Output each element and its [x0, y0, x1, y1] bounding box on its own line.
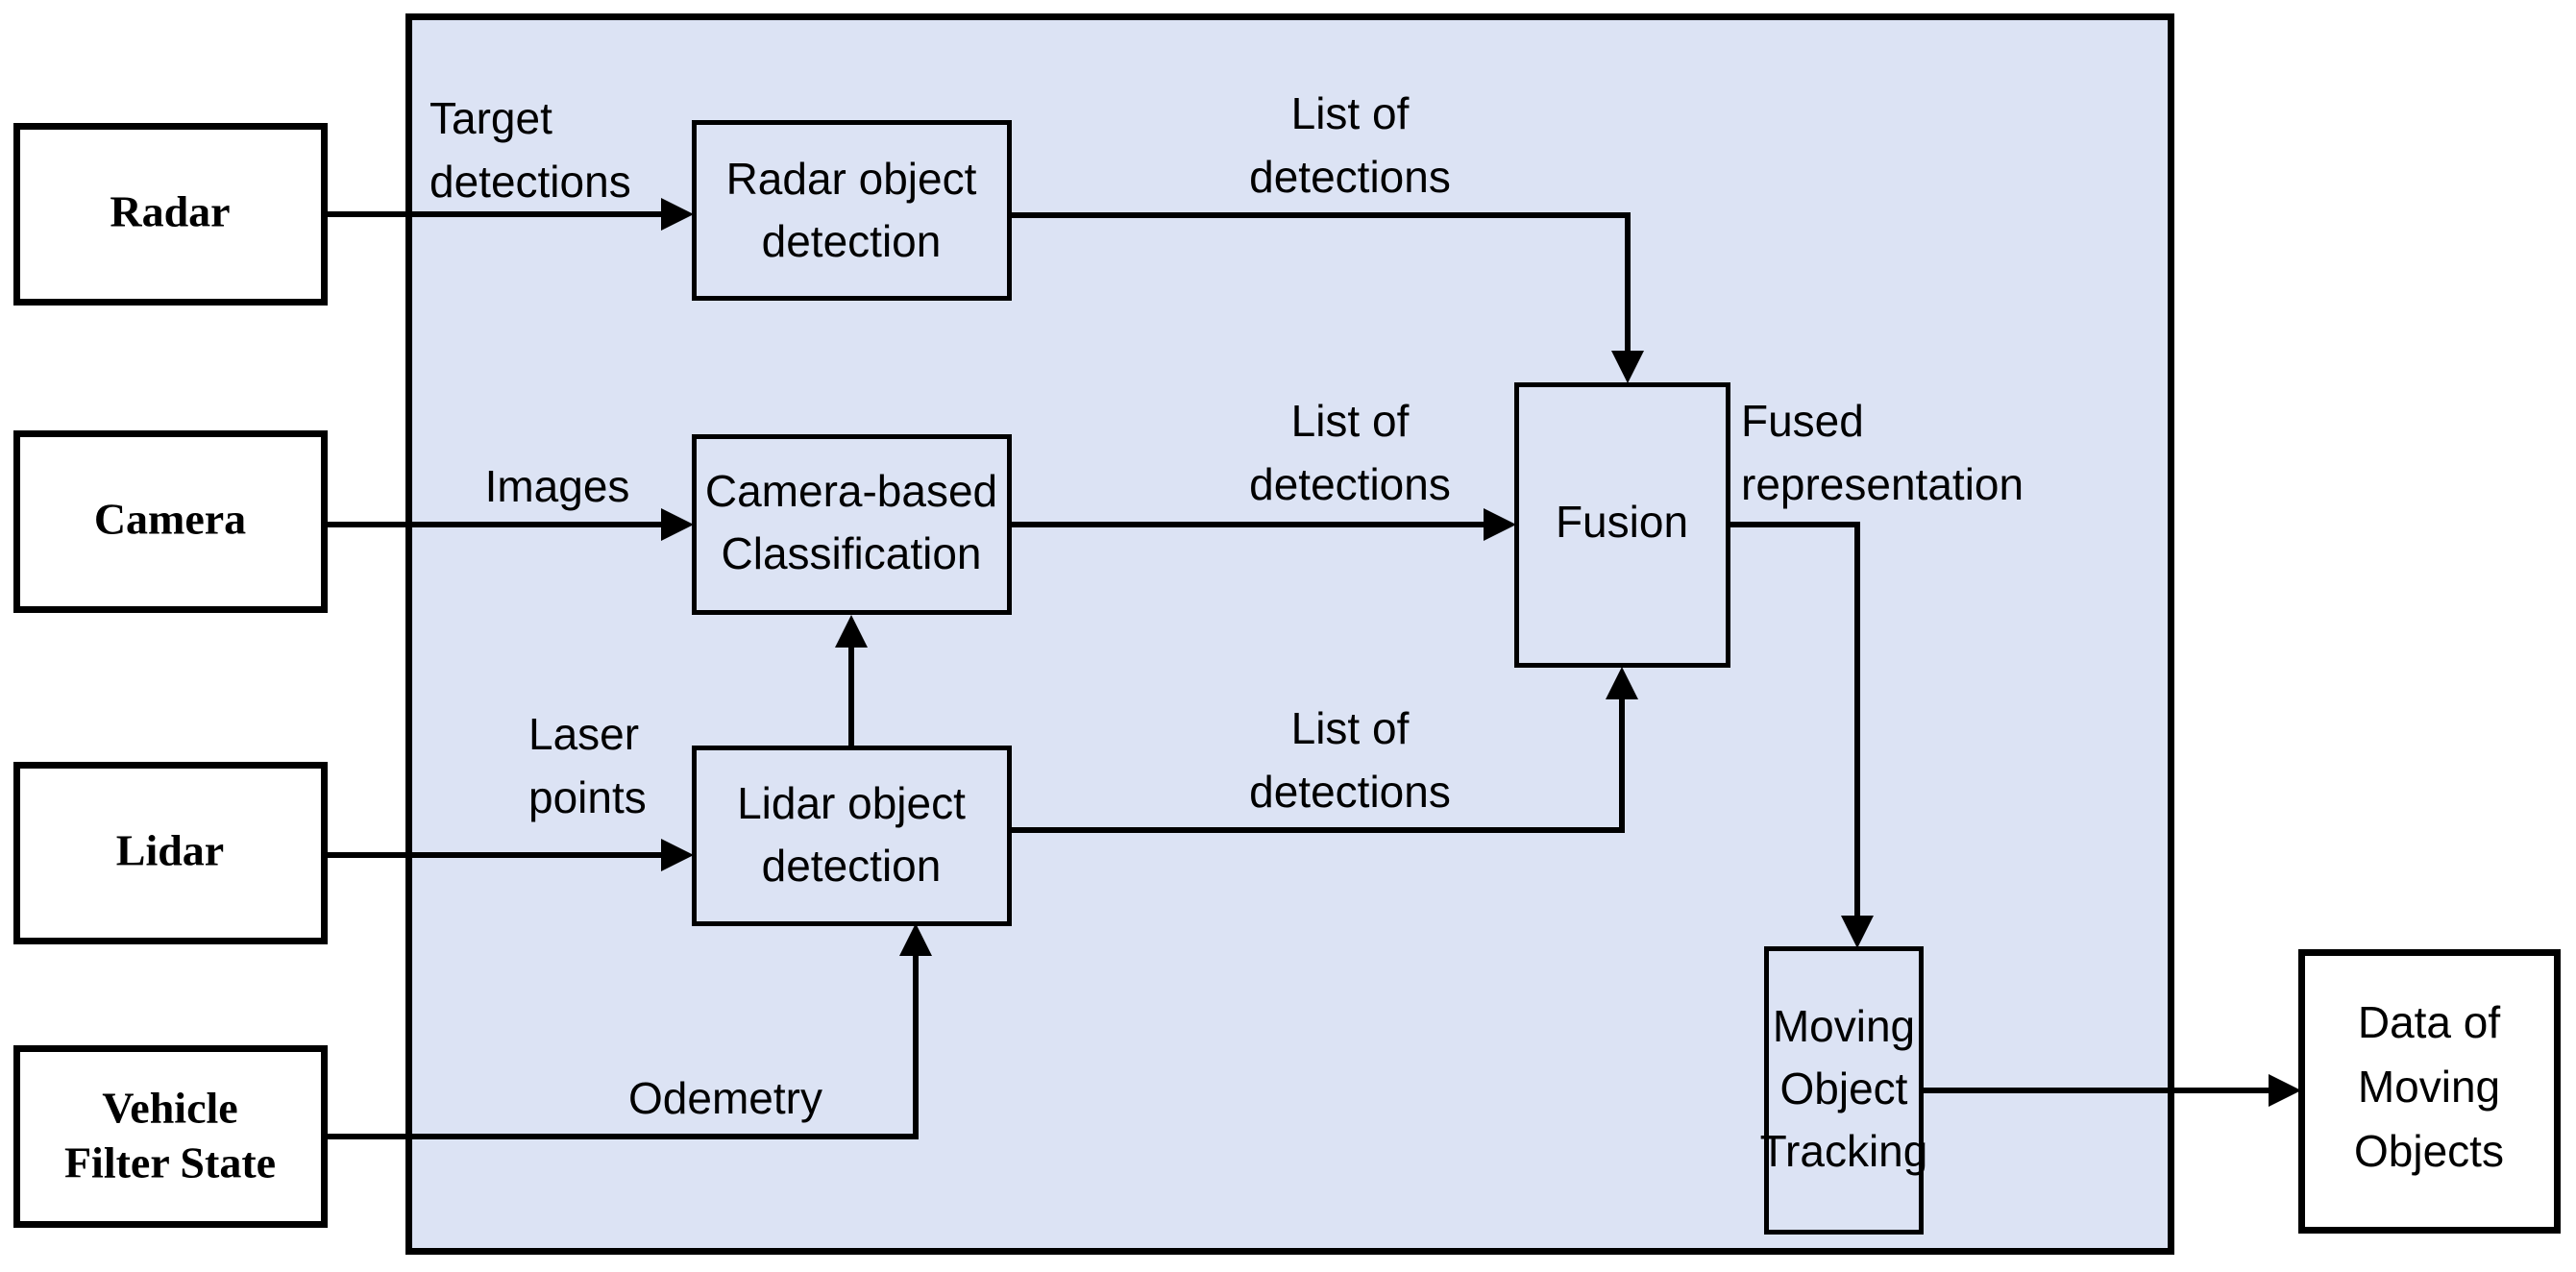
edge-lidar-object-detection-to-camera-based-classification: [835, 615, 868, 746]
process-box-camera-based-classification[interactable]: [692, 434, 1012, 615]
edge-label-target-detections-line1: Target: [429, 93, 552, 143]
output-box-data-of-moving-objects[interactable]: [2298, 949, 2561, 1234]
arrowhead-icon: [835, 615, 868, 648]
arrowhead-icon: [1484, 508, 1516, 541]
process-label-moving-object-tracking-line1: Moving: [1773, 1001, 1915, 1051]
sensor-label-lidar: Lidar: [116, 826, 224, 875]
sensor-label-camera: Camera: [94, 495, 246, 544]
process-label-radar-object-detection-line1: Radar object: [726, 154, 977, 204]
process-label-moving-object-tracking-line3: Tracking: [1760, 1126, 1928, 1176]
process-label-lidar-object-detection-line2: detection: [762, 841, 942, 891]
sensor-box-camera[interactable]: [13, 430, 328, 613]
process-box-moving-object-tracking[interactable]: [1764, 946, 1924, 1235]
process-box-fusion[interactable]: [1514, 382, 1730, 668]
arrowhead-icon: [1841, 916, 1874, 948]
arrowhead-icon: [661, 839, 694, 871]
process-box-radar-object-detection[interactable]: [692, 120, 1012, 301]
edge-label-fused-representation-line2: representation: [1741, 459, 2024, 509]
edge-moving-object-tracking-to-data-of-moving-objects: [1921, 1074, 2301, 1107]
edge-label-radar-list-of-detections-line2: detections: [1249, 152, 1451, 202]
edge-label-lidar-list-of-detections-line1: List of: [1291, 703, 1410, 753]
process-label-fusion: Fusion: [1556, 497, 1688, 547]
edge-lidar-object-detection-to-fusion: [1009, 667, 1638, 833]
sensor-box-vehicle-filter-state[interactable]: [13, 1045, 328, 1228]
edge-camera-to-camera-based-classification: [324, 508, 694, 541]
sensor-label-radar: Radar: [110, 187, 230, 236]
edge-label-camera-list-of-detections-line1: List of: [1291, 396, 1410, 446]
process-label-camera-based-classification-line1: Camera-based: [705, 466, 997, 516]
process-label-lidar-object-detection-line1: Lidar object: [737, 778, 966, 828]
process-box-lidar-object-detection[interactable]: [692, 746, 1012, 926]
edge-label-fused-representation-line1: Fused: [1741, 396, 1864, 446]
arrowhead-icon: [2269, 1074, 2301, 1107]
edge-radar-to-radar-object-detection: [324, 198, 694, 231]
edge-camera-based-classification-to-fusion: [1009, 508, 1516, 541]
arrowhead-icon: [1611, 351, 1644, 383]
edge-lidar-to-lidar-object-detection: [324, 839, 694, 871]
process-label-camera-based-classification-line2: Classification: [722, 528, 982, 578]
edge-label-images: Images: [485, 461, 630, 511]
arrowhead-icon: [661, 508, 694, 541]
edge-fusion-to-moving-object-tracking: [1728, 522, 1874, 948]
edge-label-lidar-list-of-detections-line2: detections: [1249, 767, 1451, 817]
process-label-moving-object-tracking-line2: Object: [1780, 1064, 1908, 1113]
edge-label-laser-points-line1: Laser: [528, 709, 639, 759]
sensor-label-vehicle-filter-state-line1: Vehicle: [102, 1084, 237, 1133]
output-label-data-of-moving-objects-line2: Moving: [2358, 1062, 2500, 1112]
arrowhead-icon: [661, 198, 694, 231]
edge-label-odemetry: Odemetry: [628, 1073, 822, 1123]
arrowhead-icon: [899, 923, 932, 956]
process-label-radar-object-detection-line2: detection: [762, 216, 942, 266]
sensor-box-radar[interactable]: [13, 123, 328, 306]
edge-label-target-detections-line2: detections: [429, 157, 631, 207]
output-label-data-of-moving-objects-line1: Data of: [2358, 997, 2501, 1047]
edge-vehicle-filter-state-to-lidar-object-detection: [324, 923, 932, 1139]
edge-label-radar-list-of-detections-line1: List of: [1291, 88, 1410, 138]
edge-radar-object-detection-to-fusion: [1009, 212, 1644, 383]
sensor-label-vehicle-filter-state-line2: Filter State: [64, 1138, 276, 1187]
edge-label-camera-list-of-detections-line2: detections: [1249, 459, 1451, 509]
output-label-data-of-moving-objects-line3: Objects: [2354, 1126, 2504, 1176]
arrowhead-icon: [1606, 667, 1638, 699]
edge-label-laser-points-line2: points: [528, 772, 647, 822]
